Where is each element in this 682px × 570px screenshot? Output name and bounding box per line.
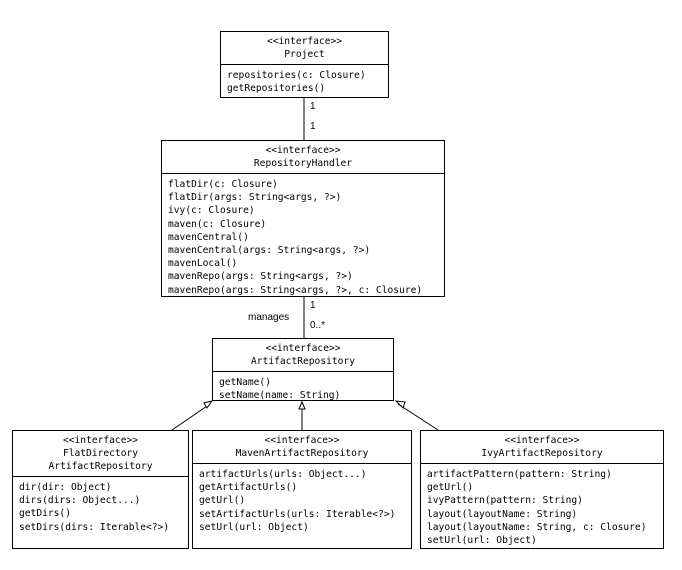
- method: getUrl(): [427, 482, 474, 494]
- class-project: <<interface>> Project repositories(c: Cl…: [220, 31, 389, 98]
- method: mavenCentral(): [168, 231, 249, 243]
- handler-repository-multiplicity-top: 1: [310, 300, 316, 311]
- stereotype: <<interface>>: [265, 343, 341, 354]
- method: flatDir(c: Closure): [168, 179, 278, 190]
- method: getDirs(): [19, 508, 71, 520]
- class-ivy-artifact-repository: <<interface>> IvyArtifactRepository arti…: [420, 430, 664, 549]
- method: getArtifactUrls(): [199, 482, 298, 494]
- method: getName(): [219, 377, 271, 388]
- method: setArtifactUrls(urls: Iterable<?>): [199, 508, 396, 520]
- class-flat-directory-artifact-repository: <<interface>> FlatDirectory ArtifactRepo…: [12, 430, 189, 549]
- class-repository-handler: <<interface>> RepositoryHandler flatDir(…: [161, 140, 445, 297]
- ivy-generalization-line: [397, 403, 439, 431]
- method: mavenRepo(args: String<args, ?>, c: Clos…: [168, 284, 423, 296]
- class-name: ArtifactRepository: [251, 356, 355, 367]
- stereotype: <<interface>>: [62, 435, 139, 446]
- class-repository-handler-header: <<interface>> RepositoryHandler: [162, 141, 444, 174]
- handler-repository-multiplicity-bottom: 0..*: [310, 320, 326, 331]
- stereotype: <<interface>>: [266, 36, 343, 47]
- flatdir-generalization-line: [171, 403, 211, 431]
- class-name: MavenArtifactRepository: [235, 448, 369, 459]
- class-name: Project: [284, 49, 325, 60]
- method: ivy(c: Closure): [168, 205, 255, 217]
- class-maven-artifact-methods: artifactUrls(urls: Object...) getArtifac…: [193, 464, 411, 538]
- stereotype: <<interface>>: [264, 435, 340, 446]
- method: setDirs(dirs: Iterable<?>): [19, 521, 170, 533]
- class-repository-handler-methods: flatDir(c: Closure) flatDir(args: String…: [162, 174, 444, 301]
- maven-generalization-arrowhead: [298, 400, 306, 410]
- method: dir(dir: Object): [19, 482, 112, 493]
- method: repositories(c: Closure): [227, 70, 366, 81]
- class-name-line-2: ArtifactRepository: [48, 461, 153, 472]
- project-handler-multiplicity-top: 1: [310, 101, 316, 112]
- method: mavenRepo(args: String<args, ?>): [168, 271, 353, 283]
- class-maven-artifact-header: <<interface>> MavenArtifactRepository: [193, 431, 411, 464]
- method: mavenCentral(args: String<args, ?>): [168, 245, 371, 257]
- flatdir-generalization-arrowhead: [203, 400, 214, 409]
- class-name: IvyArtifactRepository: [481, 448, 603, 459]
- method: setUrl(url: Object): [427, 535, 537, 547]
- method: mavenLocal(): [168, 258, 238, 270]
- method: getUrl(): [199, 495, 246, 507]
- class-flat-directory-header: <<interface>> FlatDirectory ArtifactRepo…: [13, 431, 188, 477]
- method: setUrl(url: Object): [199, 521, 309, 533]
- method: layout(layoutName: String, c: Closure): [427, 521, 647, 533]
- class-flat-directory-methods: dir(dir: Object) dirs(dirs: Object...) g…: [13, 477, 188, 538]
- class-artifact-repository-header: <<interface>> ArtifactRepository: [213, 339, 393, 372]
- class-name: RepositoryHandler: [253, 158, 353, 169]
- project-handler-multiplicity-bottom: 1: [310, 121, 316, 132]
- method: ivyPattern(pattern: String): [427, 495, 583, 507]
- method: flatDir(args: String<args, ?>): [168, 192, 342, 204]
- method: dirs(dirs: Object...): [19, 495, 141, 507]
- class-artifact-repository-methods: getName() setName(name: String): [213, 372, 393, 406]
- class-name-line-1: FlatDirectory: [62, 448, 139, 459]
- class-artifact-repository: <<interface>> ArtifactRepository getName…: [212, 338, 394, 401]
- class-ivy-artifact-methods: artifactPattern(pattern: String) getUrl(…: [421, 464, 663, 551]
- method: layout(layoutName: String): [427, 508, 578, 520]
- class-project-header: <<interface>> Project: [221, 32, 388, 65]
- class-maven-artifact-repository: <<interface>> MavenArtifactRepository ar…: [192, 430, 412, 549]
- association-label-manages: manages: [248, 312, 290, 323]
- stereotype: <<interface>>: [504, 435, 580, 446]
- ivy-generalization-arrowhead: [394, 400, 406, 409]
- method: maven(c: Closure): [168, 218, 267, 230]
- method: artifactUrls(urls: Object...): [199, 469, 367, 480]
- method: setName(name: String): [219, 390, 341, 402]
- stereotype: <<interface>>: [265, 145, 341, 156]
- class-ivy-artifact-header: <<interface>> IvyArtifactRepository: [421, 431, 663, 464]
- class-project-methods: repositories(c: Closure) getRepositories…: [221, 65, 388, 99]
- method: artifactPattern(pattern: String): [427, 469, 612, 480]
- method: getRepositories(): [227, 83, 326, 95]
